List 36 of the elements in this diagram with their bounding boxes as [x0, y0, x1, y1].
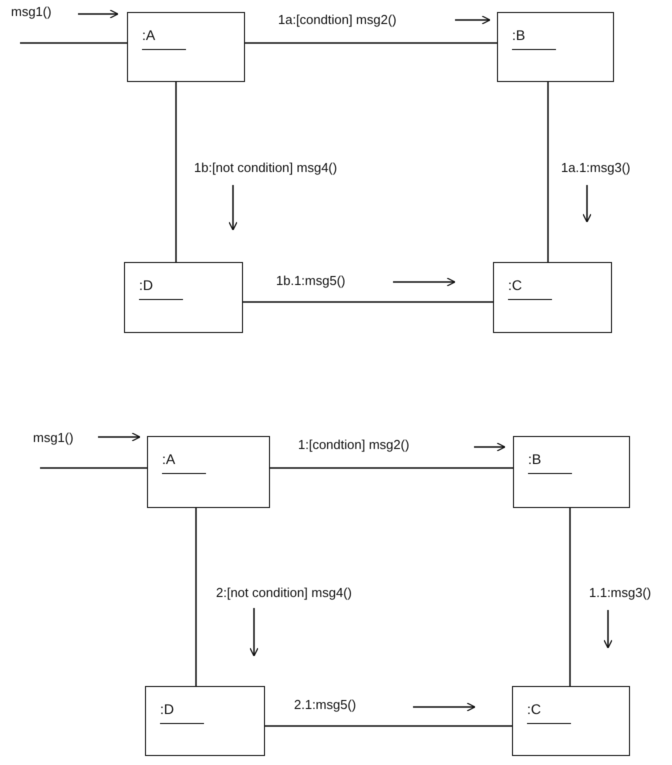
object-name: :B: [528, 451, 572, 474]
link-line: [20, 42, 127, 44]
message-label: 2:[not condition] msg4(): [215, 585, 353, 600]
object-box: [513, 436, 630, 508]
message-label: 1a:[condtion] msg2(): [277, 12, 398, 27]
object-name: :C: [508, 277, 552, 300]
message-label: 2.1:msg5(): [293, 697, 358, 712]
message-label: 1:[condtion] msg2(): [297, 437, 410, 452]
message-label: 1b.1:msg5(): [275, 273, 346, 288]
object-box: [124, 262, 243, 333]
message-label: 1b:[not condition] msg4(): [193, 160, 338, 175]
object-name: :A: [142, 27, 186, 50]
object-box: [512, 686, 630, 756]
link-line: [243, 301, 493, 303]
object-name: :D: [160, 701, 204, 724]
link-line: [175, 82, 177, 262]
object-box: [493, 262, 612, 333]
link-line: [245, 42, 497, 44]
object-name: :C: [527, 701, 571, 724]
message-label: 1.1:msg3(): [588, 585, 652, 600]
object-name: :A: [162, 451, 206, 474]
link-line: [265, 725, 512, 727]
link-line: [547, 82, 549, 262]
object-box: [145, 686, 265, 756]
link-line: [40, 467, 147, 469]
object-box: [147, 436, 270, 508]
message-label: msg1(): [32, 430, 74, 445]
link-line: [195, 508, 197, 686]
link-line: [270, 467, 513, 469]
object-box: [497, 12, 614, 82]
object-box: [127, 12, 245, 82]
message-label: 1a.1:msg3(): [560, 160, 632, 175]
link-line: [569, 508, 571, 686]
object-name: :B: [512, 27, 556, 50]
message-label: msg1(): [10, 4, 52, 19]
object-name: :D: [139, 277, 183, 300]
